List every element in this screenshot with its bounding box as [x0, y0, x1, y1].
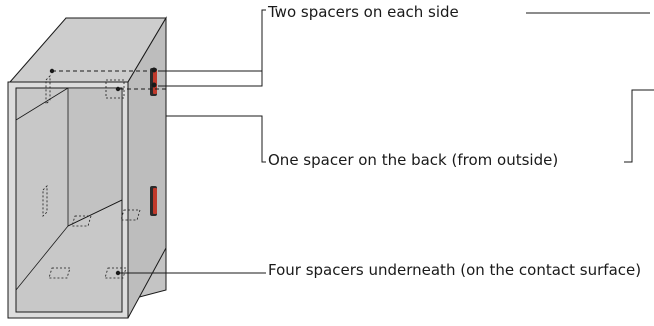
callout-sides-line — [158, 9, 266, 72]
back-spacer-marker — [105, 79, 125, 99]
inner-edge-bottom — [15, 225, 69, 291]
under-spacer-2 — [120, 209, 141, 221]
inner-edge-floor — [67, 199, 123, 227]
left-wall-spacer-2 — [42, 185, 48, 217]
callout-back-tail — [624, 89, 654, 163]
inner-edge-left — [15, 87, 69, 121]
side-spacer-bottom — [150, 186, 157, 216]
under-spacer-3 — [48, 267, 71, 279]
callout-back-line — [166, 115, 266, 163]
under-spacer-1 — [71, 215, 92, 227]
callout-sides-line-2 — [158, 71, 263, 87]
side-spacer-top — [150, 67, 157, 96]
label-two-spacers-sides: Two spacers on each side — [268, 3, 459, 21]
under-spacer-4 — [104, 267, 127, 279]
label-one-spacer-back: One spacer on the back (from outside) — [268, 151, 559, 169]
left-wall-spacer-1 — [45, 75, 51, 105]
label-four-spacers-underneath: Four spacers underneath (on the contact … — [268, 261, 642, 279]
